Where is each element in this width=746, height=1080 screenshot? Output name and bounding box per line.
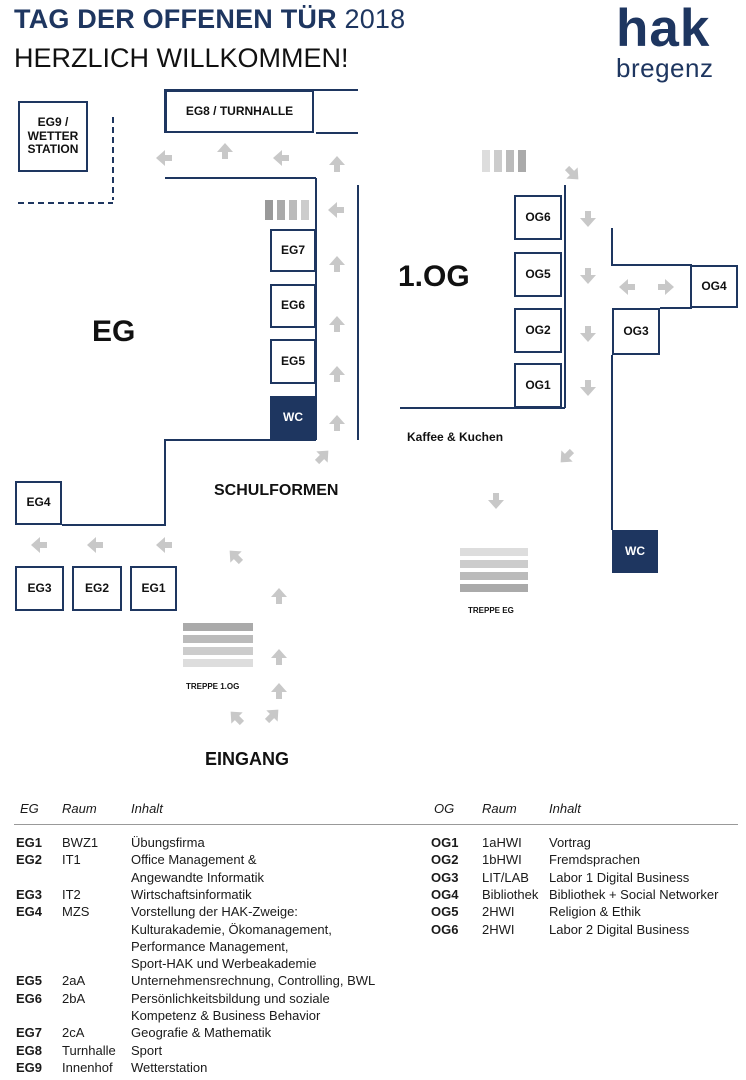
legend-code: EG3 bbox=[16, 886, 43, 902]
floor-label-og: 1.OG bbox=[398, 260, 470, 293]
wall-line bbox=[611, 228, 692, 266]
room-og2[interactable]: OG2 bbox=[514, 308, 562, 353]
legend-content: Performance Management, bbox=[131, 938, 289, 954]
room-og3[interactable]: OG3 bbox=[612, 308, 660, 355]
legend-room: Innenhof bbox=[62, 1059, 113, 1075]
legend-code: EG9 bbox=[16, 1059, 43, 1075]
legend-code: EG7 bbox=[16, 1025, 43, 1041]
room-wc-og[interactable]: WC bbox=[612, 530, 658, 573]
legend-eg-floor-header: EG bbox=[20, 801, 39, 816]
legend-room: 2aA bbox=[62, 973, 86, 989]
room-og6[interactable]: OG6 bbox=[514, 195, 562, 240]
stair-treppe-eg bbox=[460, 548, 528, 592]
label-treppe-1og: TREPPE 1.OG bbox=[186, 682, 240, 691]
label-treppe-eg: TREPPE EG bbox=[468, 606, 514, 615]
legend-room: Turnhalle bbox=[62, 1042, 116, 1058]
legend-content: Sport bbox=[131, 1042, 163, 1058]
legend-content: Angewandte Informatik bbox=[131, 869, 264, 885]
legend-room: MZS bbox=[62, 904, 90, 920]
legend-content: Vorstellung der HAK-Zweige: bbox=[131, 904, 298, 920]
floor-plan-lines bbox=[18, 89, 692, 729]
room-eg9[interactable]: EG9 / WETTER STATION bbox=[18, 101, 88, 172]
legend-divider bbox=[14, 824, 738, 825]
legend-code: OG3 bbox=[431, 869, 459, 885]
legend-content: Religion & Ethik bbox=[549, 904, 641, 920]
legend-room: 2HWI bbox=[482, 921, 515, 937]
room-wc-eg[interactable]: WC bbox=[270, 396, 316, 440]
legend-content: Fremdsprachen bbox=[549, 852, 641, 868]
legend-code: EG1 bbox=[16, 835, 43, 850]
legend-content: Vortrag bbox=[549, 835, 591, 850]
legend-room: 2HWI bbox=[482, 904, 515, 920]
label-schulformen: SCHULFORMEN bbox=[214, 482, 339, 499]
direction-arrows bbox=[31, 143, 674, 729]
title-text: TAG DER OFFENEN TÜR bbox=[14, 4, 337, 34]
room-eg6[interactable]: EG6 bbox=[270, 284, 316, 328]
logo-bregenz: bregenz bbox=[616, 53, 714, 83]
room-og5[interactable]: OG5 bbox=[514, 252, 562, 297]
legend-code: OG1 bbox=[431, 835, 459, 850]
title-year: 2018 bbox=[344, 4, 406, 34]
floor-label-eg: EG bbox=[92, 315, 136, 348]
room-eg3[interactable]: EG3 bbox=[15, 566, 64, 611]
legend-room: 1bHWI bbox=[482, 852, 522, 868]
legend-content: Wirtschaftsinformatik bbox=[131, 886, 252, 902]
wall-line bbox=[62, 439, 316, 526]
legend-code: OG5 bbox=[431, 904, 459, 920]
legend-og-content-header: Inhalt bbox=[549, 801, 581, 816]
legend-content: Labor 1 Digital Business bbox=[549, 869, 690, 885]
legend-room: IT1 bbox=[62, 852, 81, 868]
legend-og-floor-header: OG bbox=[434, 801, 455, 816]
legend-code: EG4 bbox=[16, 904, 43, 920]
legend-content: Bibliothek + Social Networker bbox=[549, 886, 719, 902]
legend-code: OG2 bbox=[431, 852, 459, 868]
legend-content: Persönlichkeitsbildung und soziale bbox=[131, 990, 330, 1006]
legend-content: Geografie & Mathematik bbox=[131, 1025, 272, 1041]
label-eingang: EINGANG bbox=[205, 749, 290, 769]
room-og4[interactable]: OG4 bbox=[690, 265, 738, 308]
legend-code: EG8 bbox=[16, 1042, 43, 1058]
legend-room: IT2 bbox=[62, 886, 81, 902]
legend-code: EG2 bbox=[16, 852, 43, 868]
room-eg1[interactable]: EG1 bbox=[130, 566, 177, 611]
legend-og-room-header: Raum bbox=[482, 801, 517, 816]
room-eg8[interactable]: EG8 / TURNHALLE bbox=[165, 90, 314, 133]
room-eg5[interactable]: EG5 bbox=[270, 339, 316, 384]
legend-eg-room-header: Raum bbox=[62, 801, 97, 816]
legend-content: Kulturakademie, Ökomanagement, bbox=[131, 921, 332, 937]
legend-room: LIT/LAB bbox=[482, 869, 529, 885]
logo-hak: hak bbox=[616, 0, 711, 58]
legend-content: Wetterstation bbox=[131, 1059, 208, 1075]
stair-treppe-1og bbox=[183, 623, 253, 667]
room-eg7[interactable]: EG7 bbox=[270, 229, 316, 272]
legend-code: EG5 bbox=[16, 973, 43, 989]
legend-content: Labor 2 Digital Business bbox=[549, 921, 690, 937]
stair-marker-og bbox=[482, 150, 526, 172]
page-subtitle: HERZLICH WILLKOMMEN! bbox=[14, 43, 349, 73]
legend-code: OG6 bbox=[431, 921, 459, 937]
legend-room: 2bA bbox=[62, 990, 86, 1006]
room-eg4[interactable]: EG4 bbox=[15, 481, 62, 525]
legend-content: Kompetenz & Business Behavior bbox=[131, 1008, 321, 1023]
page-title: TAG DER OFFENEN TÜR 2018 bbox=[14, 4, 405, 35]
legend-code: OG4 bbox=[431, 886, 459, 902]
legend-code: EG6 bbox=[16, 990, 43, 1006]
legend-room: 1aHWI bbox=[482, 835, 522, 850]
legend-content: Übungsfirma bbox=[131, 835, 205, 850]
room-og1[interactable]: OG1 bbox=[514, 363, 562, 408]
legend-room: Bibliothek bbox=[482, 886, 539, 902]
legend-content: Unternehmensrechnung, Controlling, BWL bbox=[131, 973, 376, 989]
stair-marker-eg bbox=[265, 200, 309, 220]
legend-room: BWZ1 bbox=[62, 835, 99, 850]
legend-eg-content-header: Inhalt bbox=[131, 801, 163, 816]
legend-room: 2cA bbox=[62, 1025, 85, 1041]
legend-content: Office Management & bbox=[131, 852, 257, 868]
room-eg2[interactable]: EG2 bbox=[72, 566, 122, 611]
label-kaffee-kuchen: Kaffee & Kuchen bbox=[407, 430, 504, 444]
legend-content: Sport-HAK und Werbeakademie bbox=[131, 956, 317, 972]
